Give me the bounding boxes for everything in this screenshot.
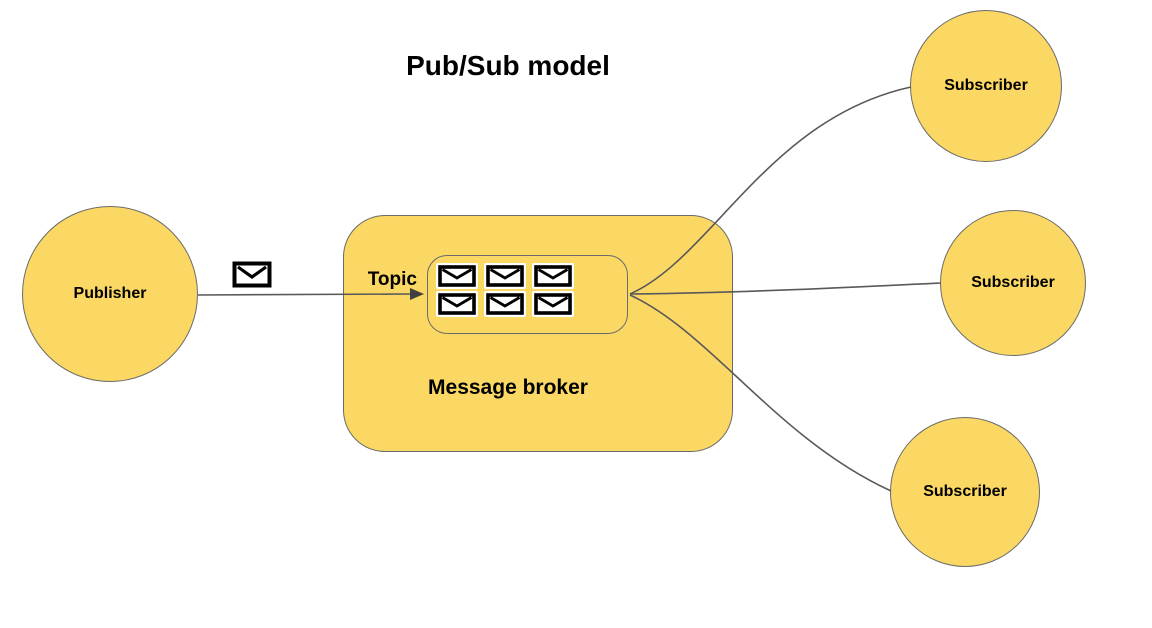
envelope-icon [484, 291, 526, 317]
topic-queue-box [427, 255, 628, 334]
subscriber-node-2: Subscriber [940, 210, 1086, 356]
envelope-icon [436, 291, 478, 317]
publisher-node: Publisher [22, 206, 198, 382]
message-broker-label: Message broker [428, 376, 588, 399]
publisher-label: Publisher [73, 285, 147, 302]
subscriber-label: Subscriber [944, 77, 1028, 94]
message-envelope-icon [232, 261, 272, 288]
subscriber-node-1: Subscriber [910, 10, 1062, 162]
envelope-icon [532, 291, 574, 317]
envelope-icon [484, 263, 526, 289]
topic-message-queue [436, 263, 574, 317]
diagram-title: Pub/Sub model [406, 50, 610, 81]
envelope-icon [532, 263, 574, 289]
subscriber-label: Subscriber [923, 483, 1007, 500]
subscriber-label: Subscriber [971, 274, 1055, 291]
envelope-icon [436, 263, 478, 289]
subscriber-node-3: Subscriber [890, 417, 1040, 567]
topic-label: Topic [367, 269, 417, 290]
